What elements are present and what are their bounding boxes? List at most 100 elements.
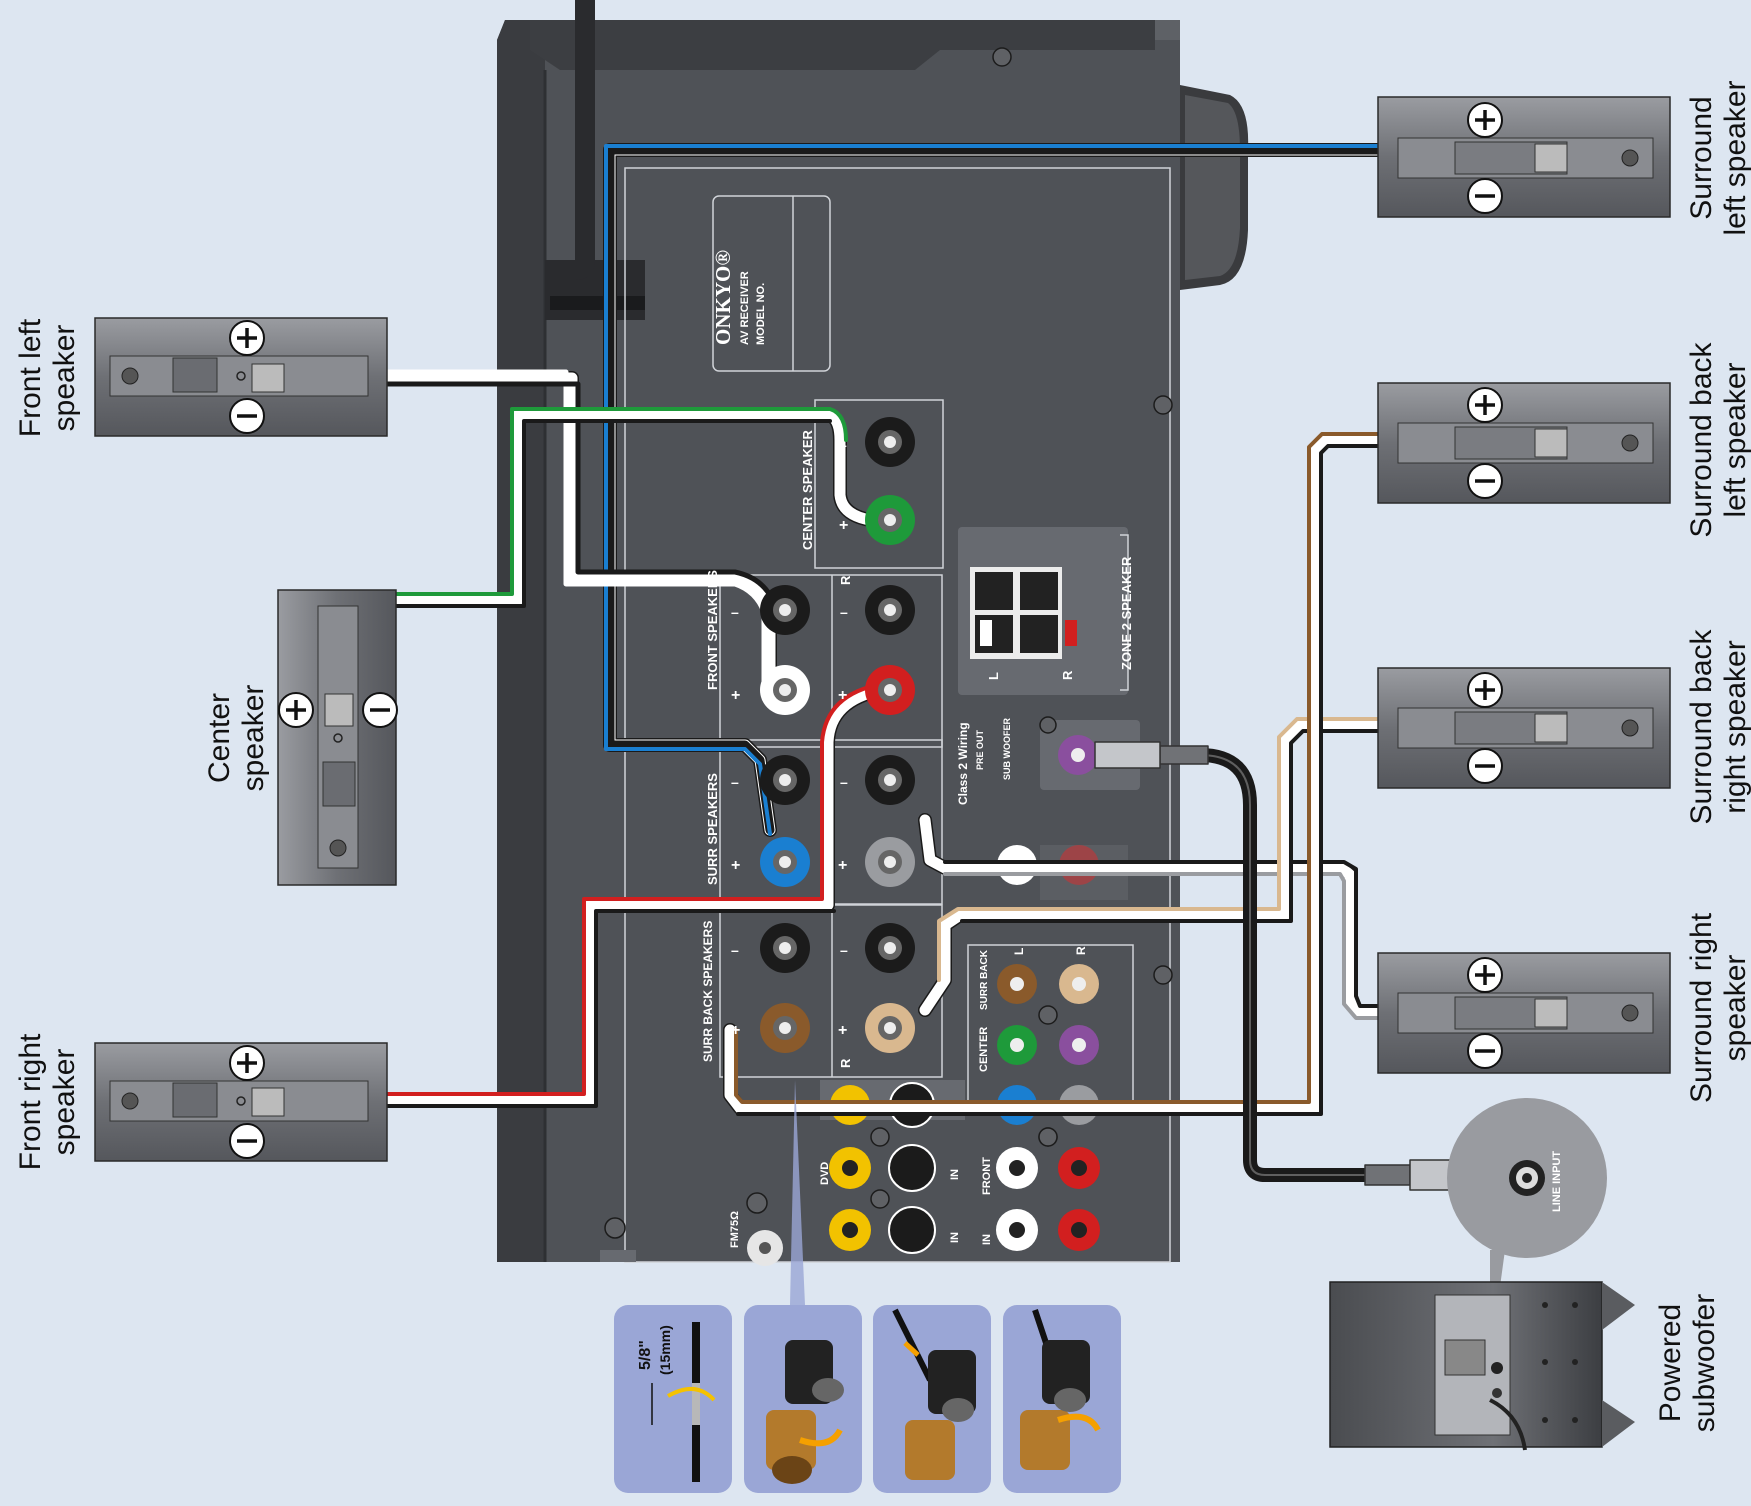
plus-icon (1467, 387, 1503, 423)
jack-l-label: L (1012, 948, 1026, 955)
zone2-r-label: R (1060, 670, 1075, 680)
in-label-1: IN (949, 1169, 961, 1180)
zone2-speaker-label: ZONE 2 SPEAKER (1119, 556, 1134, 670)
receiver-rear-panel (497, 0, 1249, 1266)
speaker-front-left (94, 317, 388, 437)
line-input-label: LINE INPUT (1551, 1151, 1563, 1212)
post-surr-back-r-plus (865, 1003, 915, 1053)
surr-plus-sign: + (731, 857, 740, 874)
plus-icon (1467, 102, 1503, 138)
post-surr-l-minus (760, 755, 810, 805)
in-label-2: IN (949, 1232, 961, 1243)
surround-back-left-caption-line2: left speaker (1719, 362, 1751, 517)
wire-center (332, 407, 877, 717)
post-surr-back-r-minus (865, 923, 915, 973)
speaker-surround-back-left (1377, 382, 1671, 504)
subwoofer-caption-line2: subwoofer (1688, 1294, 1721, 1432)
surr-back-minus-sign: – (731, 942, 739, 958)
surround-back-right-caption-line1: Surround back (1685, 628, 1718, 824)
plus-icon (278, 692, 314, 728)
surround-left-caption-line1: Surround (1685, 96, 1718, 219)
surround-back-right-caption-line2: right speaker (1719, 640, 1751, 813)
wire-prep-steps: 5/8" (15mm) (614, 1080, 1121, 1493)
strip-length-metric: (15mm) (657, 1325, 673, 1375)
chassis-screws (992, 47, 1173, 1147)
subwoofer-pre-out-block (1039, 716, 1140, 790)
r-label-front: R (838, 575, 853, 585)
sub-woofer-label: SUB WOOFER (1002, 718, 1012, 780)
fm-75-label: FM75Ω (729, 1211, 741, 1248)
center-plus-sign: + (839, 517, 848, 534)
minus-icon (1467, 178, 1503, 214)
speaker-surround-right (1377, 952, 1671, 1074)
speaker-surround-left (1377, 96, 1671, 218)
plus-icon (1467, 957, 1503, 993)
center-jack-label: CENTER (978, 1027, 990, 1072)
wire-subwoofer-cable (1094, 741, 1481, 1191)
minus-icon (362, 692, 398, 728)
center-minus-sign: – (839, 437, 847, 453)
front-right-caption-line1: Front right (14, 1033, 47, 1170)
front-speakers-label: FRONT SPEAKERS (705, 570, 720, 690)
post-surr-back-l-plus (760, 1003, 810, 1053)
step-unscrew-terminal (744, 1305, 862, 1493)
front-r-plus-sign: + (838, 687, 847, 704)
post-front-l-minus (760, 585, 810, 635)
surround-right-caption-line1: Surround right (1685, 912, 1718, 1103)
minus-icon (229, 398, 265, 434)
surr-back-plus-sign: + (731, 1022, 740, 1039)
minus-icon (1467, 748, 1503, 784)
post-surr-r-plus (865, 837, 915, 887)
front-jack-label: FRONT (981, 1157, 993, 1195)
post-center-plus (865, 495, 915, 545)
panel-labels: ONKYO® AV RECEIVER MODEL NO. CENTER SPEA… (701, 250, 1134, 1248)
surr-r-minus-sign: – (840, 774, 848, 790)
front-left-caption-line2: speaker (48, 325, 81, 432)
surr-speakers-label: SURR SPEAKERS (705, 773, 720, 885)
post-front-r-minus (865, 585, 915, 635)
brand-block: ONKYO® AV RECEIVER MODEL NO. (711, 250, 767, 345)
surr-minus-sign: – (731, 774, 739, 790)
plus-icon (229, 320, 265, 356)
powered-subwoofer: LINE INPUT (1329, 1098, 1635, 1451)
speaker-front-right (94, 1042, 388, 1162)
plus-icon (1467, 672, 1503, 708)
surr-back-r-minus-sign: – (840, 942, 848, 958)
front-right-caption-line2: speaker (48, 1049, 81, 1156)
surr-r-plus-sign: + (838, 857, 847, 874)
surr-back-r-plus-sign: + (838, 1022, 847, 1039)
step-insert-wire (873, 1305, 991, 1493)
r-label-surr-back: R (838, 1058, 853, 1068)
speaker-surround-back-right (1377, 667, 1671, 789)
strip-length-label: 5/8" (637, 1340, 654, 1370)
speaker-captions: Front left speaker Center speaker Front … (14, 80, 1751, 1432)
speaker-center (277, 589, 398, 886)
subwoofer-caption-line1: Powered (1654, 1304, 1687, 1422)
plus-icon (229, 1045, 265, 1081)
front-left-caption-line1: Front left (14, 318, 47, 437)
model-no-label: MODEL NO. (755, 283, 767, 345)
post-center-minus (865, 417, 915, 467)
post-front-r-plus (865, 665, 915, 715)
center-speaker-label: CENTER SPEAKER (800, 429, 815, 550)
in-label-3: IN (981, 1234, 993, 1245)
post-surr-r-minus (865, 755, 915, 805)
surr-back-speakers-label: SURR BACK SPEAKERS (701, 921, 715, 1062)
surround-left-caption-line2: left speaker (1719, 80, 1751, 235)
line-input-jack (1509, 1160, 1545, 1196)
post-surr-back-l-minus (760, 923, 810, 973)
surround-right-caption-line2: speaker (1719, 955, 1751, 1062)
pre-out-label: PRE OUT (975, 729, 985, 770)
surround-back-left-caption-line1: Surround back (1685, 341, 1718, 537)
zone2-l-label: L (986, 672, 1001, 680)
class2-wiring-label: Class 2 Wiring (956, 722, 970, 805)
front-r-minus-sign: – (840, 604, 848, 620)
minus-icon (1467, 463, 1503, 499)
minus-icon (1467, 1033, 1503, 1069)
post-surr-l-plus (760, 837, 810, 887)
terminal-posts (760, 417, 915, 1053)
step-strip-wire: 5/8" (15mm) (614, 1305, 732, 1493)
center-caption-line2: speaker (237, 685, 270, 792)
